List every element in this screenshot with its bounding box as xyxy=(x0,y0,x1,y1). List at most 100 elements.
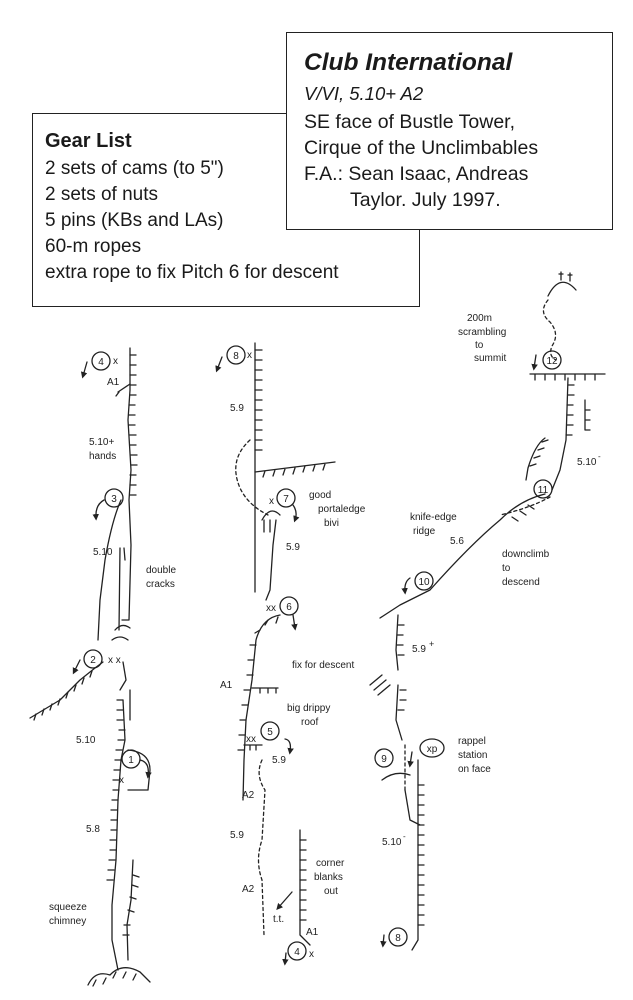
arrow-12 xyxy=(531,354,538,371)
grade-5-9-bottom: 5.9 xyxy=(230,830,244,841)
chimney-right xyxy=(126,689,151,961)
pitch-3-label: 3 xyxy=(111,494,117,505)
pitch-10-label: 10 xyxy=(418,577,430,588)
xp-circle xyxy=(419,738,445,758)
chimney-hatch xyxy=(122,874,140,936)
pitch-8b-circle xyxy=(388,927,408,947)
column-2-topo: 8 x 5.9 7 x good portaledge bivi 5.9 xx … xyxy=(215,342,366,966)
arrow-8 xyxy=(215,356,223,373)
lower-hatch xyxy=(106,699,126,881)
arrow-10 xyxy=(401,577,411,595)
pitch-9-circle xyxy=(374,748,394,768)
xx-5-label: xx xyxy=(246,734,256,745)
pitch-11-circle xyxy=(533,479,553,499)
route-grade: V/VI, 5.10+ A2 xyxy=(304,83,424,104)
arrow-4b xyxy=(282,952,289,966)
arrow-4 xyxy=(80,361,88,379)
upper-blocks xyxy=(111,624,131,691)
wall-10 xyxy=(395,614,399,671)
good-label: good xyxy=(309,490,331,501)
roof-line xyxy=(251,687,279,694)
arrow-7 xyxy=(292,504,300,523)
ridge-line xyxy=(379,493,546,619)
a1-label: A1 xyxy=(107,377,120,388)
knife-edge-label: knife-edge xyxy=(410,512,457,523)
arrow-6 xyxy=(291,614,298,631)
route-info-line: SE face of Bustle Tower, xyxy=(304,111,516,133)
pitch-10-circle xyxy=(414,571,434,591)
pitch-5-label: 5 xyxy=(267,727,273,738)
scramble-line-3: to xyxy=(475,340,484,351)
pitch-4b-label: 4 xyxy=(294,947,300,958)
pitch-2-label: 2 xyxy=(90,655,96,666)
block-11 xyxy=(525,437,549,481)
x-mark: x xyxy=(113,356,118,367)
rappel-line-1: rappel xyxy=(458,736,486,747)
out-label: out xyxy=(324,886,338,897)
gear-item: 5 pins (KBs and LAs) xyxy=(45,210,224,231)
grade-5-9-top: 5.9 xyxy=(230,403,244,414)
x-mark-7: x xyxy=(269,496,274,507)
bivi-label: bivi xyxy=(324,518,339,529)
xx-label: x x xyxy=(108,655,121,666)
summit xyxy=(547,281,577,297)
hatch-9 xyxy=(417,784,425,926)
wall-11 xyxy=(551,377,569,491)
wall-6 xyxy=(242,614,281,801)
crack-line xyxy=(265,519,277,601)
grade-5-10-plus: 5.10+ xyxy=(89,437,114,448)
pitch-12-label: 12 xyxy=(546,356,558,367)
arrow-3 xyxy=(92,499,105,521)
column-3-topo: 200m scrambling to summit 12 5.10 - 11 k… xyxy=(369,271,606,951)
pitch-9-label: 9 xyxy=(381,754,387,765)
grade-5-9-plus: 5.9 xyxy=(412,644,426,655)
dashed-arc xyxy=(235,439,269,516)
corner-hatch xyxy=(299,839,307,921)
scramble-line-4: summit xyxy=(474,353,506,364)
route-info-line: F.A.: Sean Isaac, Andreas xyxy=(304,163,529,185)
grade-5-10: 5.10 xyxy=(93,547,113,558)
minus-sup-low: - xyxy=(403,832,406,841)
corner-line xyxy=(299,829,311,946)
arrow-1 xyxy=(139,759,152,779)
roof-label: roof xyxy=(301,717,318,728)
summit-scramble xyxy=(542,299,557,361)
gear-item: 60-m ropes xyxy=(45,236,142,257)
a1-label-low: A1 xyxy=(306,927,319,938)
pitch-5-circle xyxy=(260,721,280,741)
a2-label-low: A2 xyxy=(242,884,255,895)
scramble-line-1: 200m xyxy=(467,313,492,324)
a2-label-top: A2 xyxy=(242,790,255,801)
portaledge-label: portaledge xyxy=(318,504,366,515)
pitch-6-label: 6 xyxy=(286,602,292,613)
squeeze-label: squeeze xyxy=(49,902,87,913)
ledge-hatch xyxy=(33,670,93,721)
hatch-6 xyxy=(237,616,279,751)
route-info-line: Taylor. July 1997. xyxy=(350,189,501,211)
hatch-10 xyxy=(396,624,405,656)
hatching xyxy=(254,349,263,451)
cracks-label: cracks xyxy=(146,579,175,590)
gear-item: 2 sets of cams (to 5") xyxy=(45,158,224,179)
xp-label: xp xyxy=(427,744,438,755)
crack-line xyxy=(97,499,122,641)
grade-5-9-mid: 5.9 xyxy=(286,542,300,553)
pitch-8-circle xyxy=(226,345,246,365)
gear-list-title: Gear List xyxy=(45,130,132,152)
pitch-11-label: 11 xyxy=(538,485,549,496)
summit-climbers xyxy=(558,271,573,282)
route-info-line: Cirque of the Unclimbables xyxy=(304,137,539,159)
pitch-8-label: 8 xyxy=(233,351,239,362)
column-1-topo: 4 x A1 5.10+ hands 3 5.10 double cracks … xyxy=(29,347,176,987)
rappel-line-2: station xyxy=(458,750,487,761)
scramble-line-2: scrambling xyxy=(458,327,506,338)
arrow-5 xyxy=(284,738,294,755)
blanks-label: blanks xyxy=(314,872,343,883)
knife-edge-hatch xyxy=(511,504,535,522)
ground xyxy=(87,967,151,986)
ground-hatch xyxy=(92,971,137,987)
pitch-6-circle xyxy=(279,596,299,616)
pitch-4b-circle xyxy=(287,941,307,961)
pitch-7-circle xyxy=(276,488,296,508)
